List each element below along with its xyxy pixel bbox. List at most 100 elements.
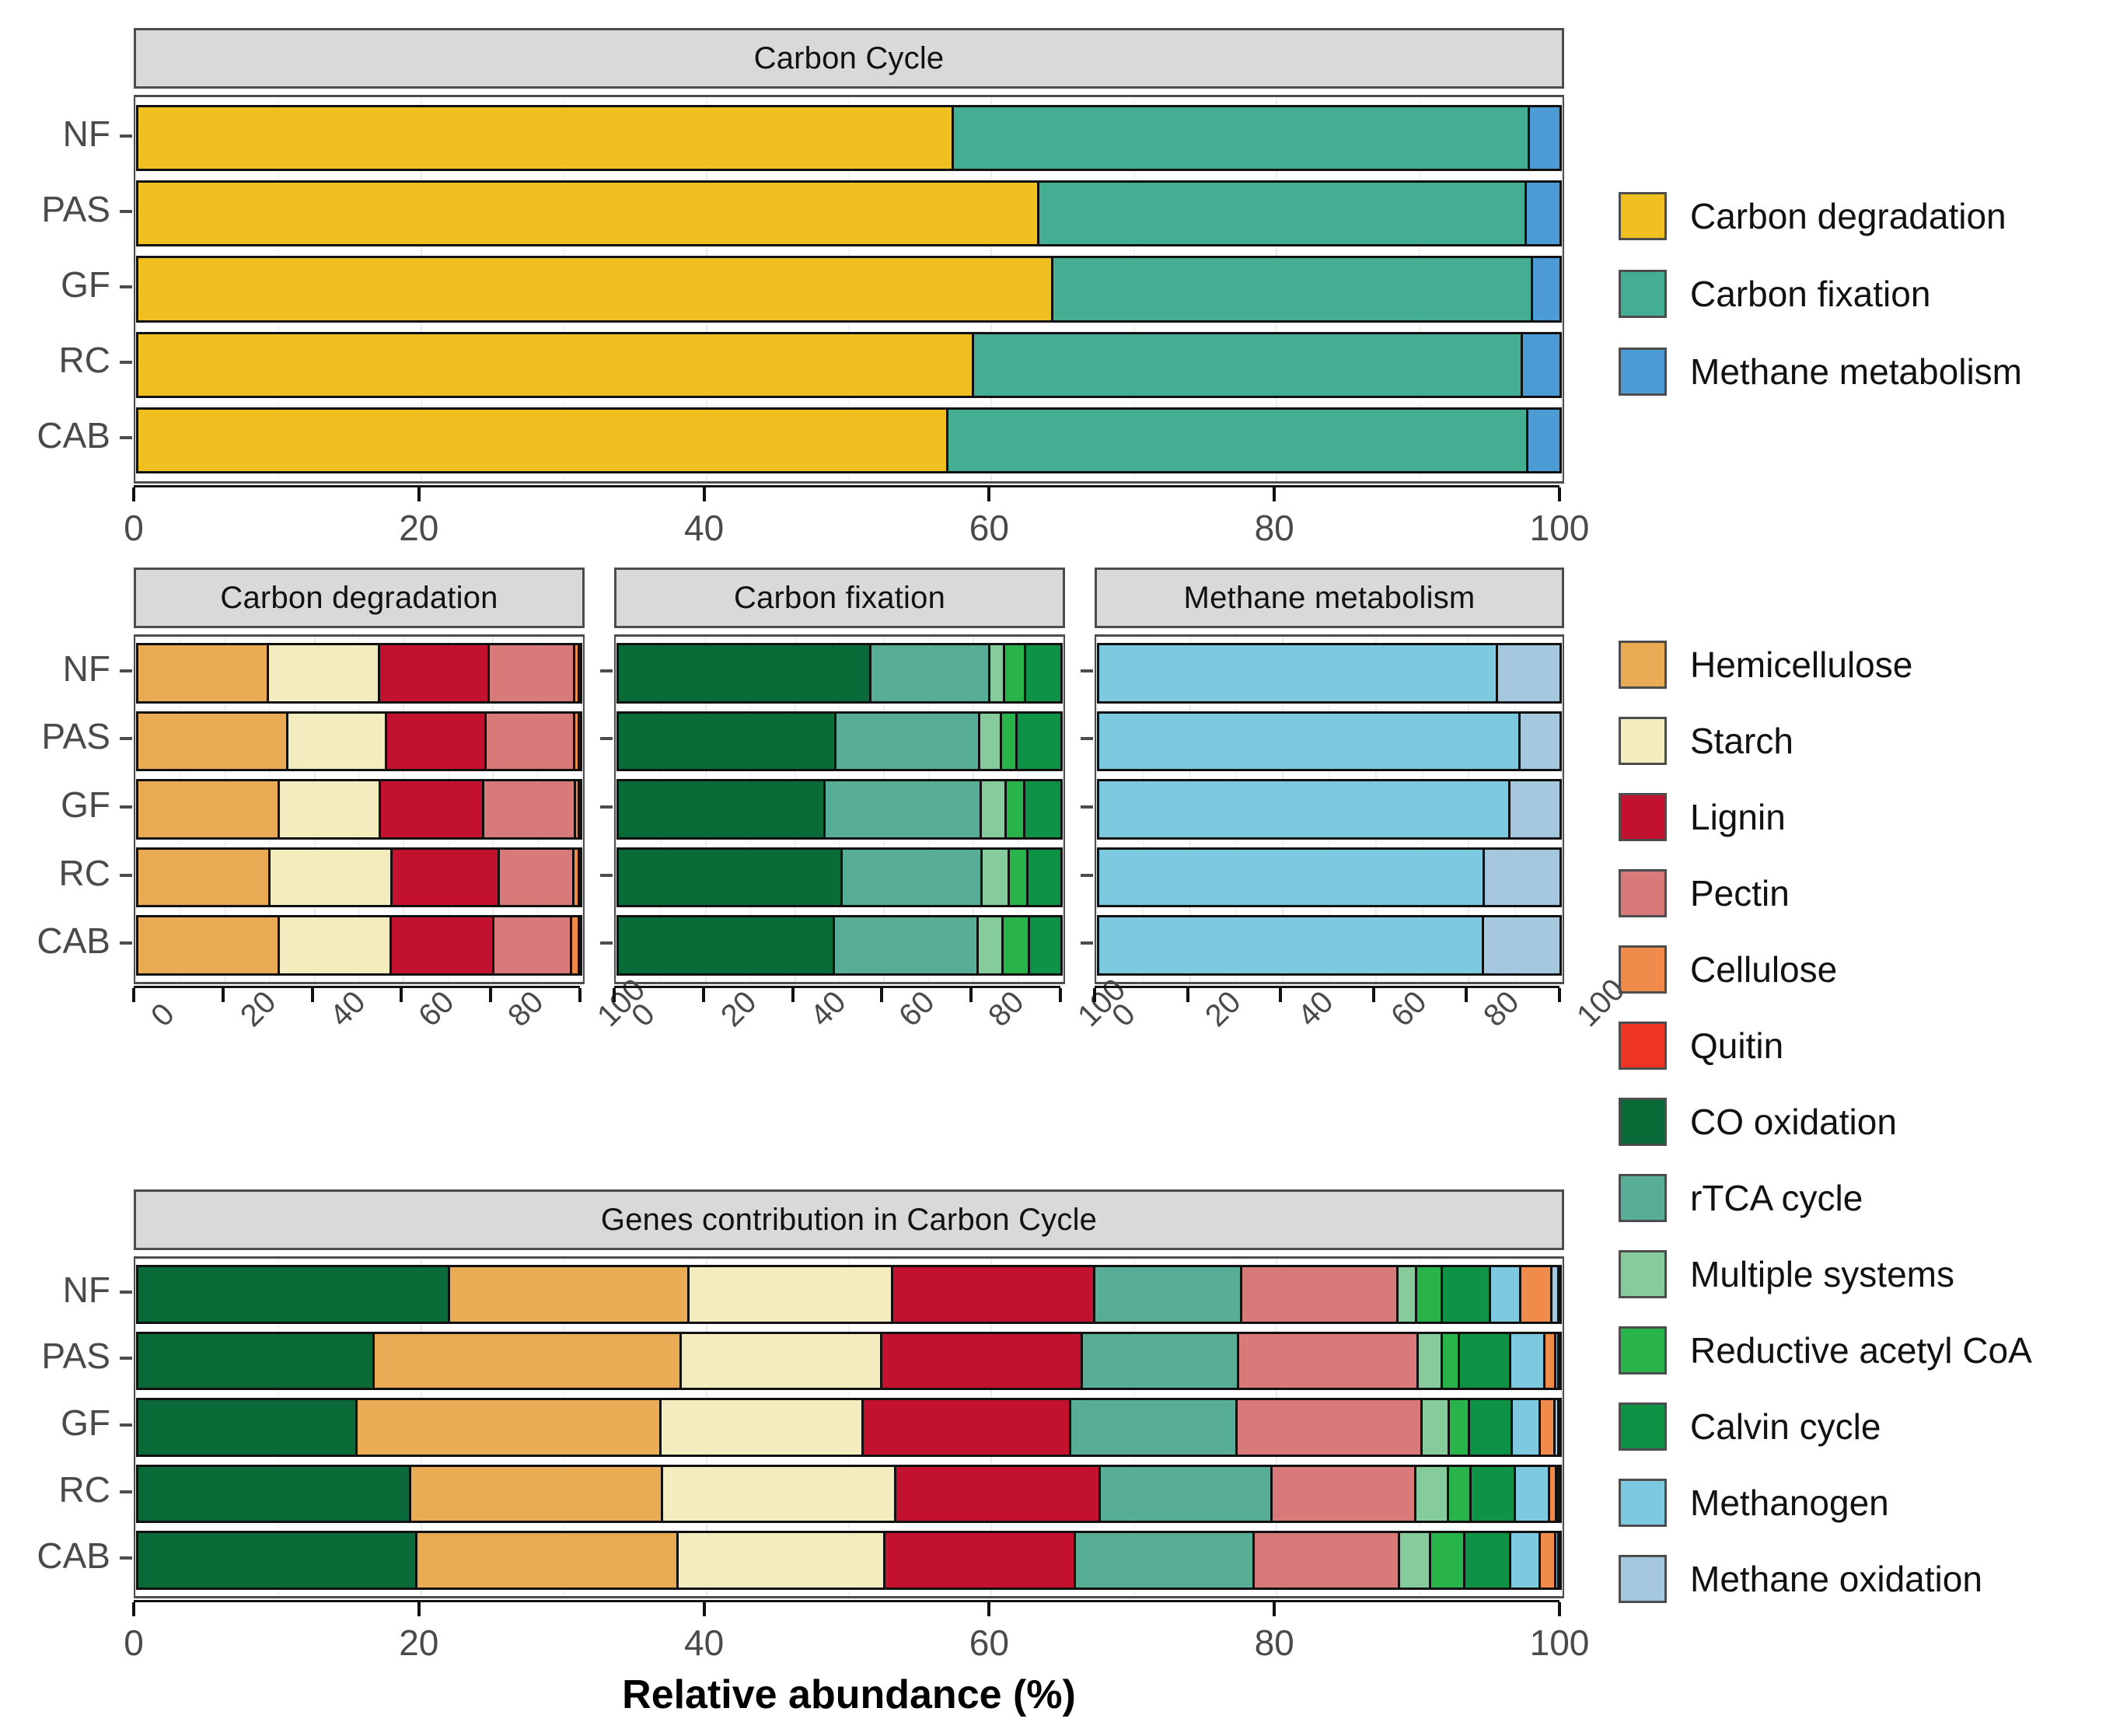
legend-item[interactable]: Pectin — [1619, 855, 2032, 931]
bar-segment[interactable] — [1270, 1464, 1414, 1524]
bar-segment[interactable] — [1508, 1331, 1543, 1391]
bar-segment[interactable] — [1549, 1265, 1557, 1324]
legend-item[interactable]: rTCA cycle — [1619, 1160, 2032, 1236]
bar-segment[interactable] — [572, 643, 578, 704]
bar-segment[interactable] — [266, 643, 378, 704]
bar-segment[interactable] — [1489, 1265, 1519, 1324]
bar-segment[interactable] — [1557, 1531, 1563, 1590]
bar-segment[interactable] — [869, 643, 989, 704]
bar-segment[interactable] — [1000, 711, 1016, 772]
bar-segment[interactable] — [484, 711, 573, 772]
bar-segment[interactable] — [1069, 1398, 1236, 1457]
bar-segment[interactable] — [578, 847, 582, 908]
bar-row[interactable] — [1097, 711, 1562, 772]
bar-segment[interactable] — [1051, 256, 1531, 323]
bar-segment[interactable] — [1469, 1464, 1514, 1524]
bar-segment[interactable] — [572, 711, 578, 772]
bar-segment[interactable] — [1542, 1331, 1555, 1391]
bar-segment[interactable] — [409, 1464, 661, 1524]
bar-segment[interactable] — [578, 711, 582, 772]
bar-segment[interactable] — [1022, 779, 1063, 840]
bar-segment[interactable] — [487, 643, 573, 704]
bar-row[interactable] — [1097, 915, 1562, 976]
bar-row[interactable] — [1097, 847, 1562, 908]
bar-segment[interactable] — [977, 711, 1001, 772]
bar-row[interactable] — [136, 847, 582, 908]
legend-item[interactable]: Multiple systems — [1619, 1236, 2032, 1312]
bar-row[interactable] — [136, 105, 1562, 172]
bar-segment[interactable] — [1097, 847, 1483, 908]
bar-row[interactable] — [136, 779, 582, 840]
bar-segment[interactable] — [861, 1398, 1070, 1457]
bar-row[interactable] — [616, 847, 1063, 908]
bar-segment[interactable] — [616, 847, 840, 908]
bar-segment[interactable] — [880, 1331, 1081, 1391]
bar-segment[interactable] — [1510, 1398, 1539, 1457]
bar-segment[interactable] — [616, 779, 824, 840]
bar-segment[interactable] — [1557, 1331, 1563, 1391]
bar-segment[interactable] — [1081, 1331, 1238, 1391]
bar-segment[interactable] — [1237, 1331, 1416, 1391]
legend-item[interactable]: Reductive acetyl CoA — [1619, 1312, 2032, 1388]
bar-segment[interactable] — [372, 1331, 679, 1391]
bar-row[interactable] — [136, 180, 1562, 247]
bar-segment[interactable] — [1440, 1265, 1490, 1324]
bar-row[interactable] — [616, 711, 1063, 772]
bar-segment[interactable] — [1098, 1464, 1271, 1524]
bar-row[interactable] — [136, 331, 1562, 398]
bar-segment[interactable] — [578, 915, 582, 976]
bar-segment[interactable] — [1556, 1265, 1562, 1324]
bar-segment[interactable] — [945, 407, 1527, 473]
bar-segment[interactable] — [952, 105, 1528, 172]
bar-segment[interactable] — [840, 847, 981, 908]
bar-segment[interactable] — [1527, 105, 1562, 172]
bar-segment[interactable] — [1557, 1464, 1562, 1524]
bar-segment[interactable] — [1557, 1398, 1563, 1457]
bar-segment[interactable] — [267, 847, 390, 908]
bar-segment[interactable] — [1396, 1265, 1415, 1324]
bar-segment[interactable] — [1483, 847, 1562, 908]
bar-segment[interactable] — [278, 779, 379, 840]
bar-segment[interactable] — [136, 105, 952, 172]
bar-segment[interactable] — [971, 331, 1521, 398]
bar-segment[interactable] — [136, 1331, 372, 1391]
bar-row[interactable] — [1097, 779, 1562, 840]
bar-row[interactable] — [136, 711, 582, 772]
bar-segment[interactable] — [980, 847, 1008, 908]
bar-row[interactable] — [136, 1265, 1562, 1324]
bar-segment[interactable] — [1525, 180, 1562, 247]
bar-segment[interactable] — [890, 1265, 1093, 1324]
bar-segment[interactable] — [136, 180, 1038, 247]
bar-segment[interactable] — [1440, 1331, 1458, 1391]
bar-segment[interactable] — [1429, 1531, 1464, 1590]
bar-segment[interactable] — [616, 915, 833, 976]
bar-segment[interactable] — [834, 711, 978, 772]
bar-segment[interactable] — [385, 711, 484, 772]
bar-segment[interactable] — [1414, 1265, 1441, 1324]
bar-segment[interactable] — [285, 711, 386, 772]
bar-segment[interactable] — [577, 779, 582, 840]
bar-segment[interactable] — [1097, 915, 1482, 976]
bar-segment[interactable] — [1513, 1464, 1548, 1524]
bar-segment[interactable] — [1448, 1398, 1468, 1457]
bar-row[interactable] — [136, 1464, 1562, 1524]
bar-segment[interactable] — [1097, 643, 1497, 704]
bar-row[interactable] — [1097, 643, 1562, 704]
bar-segment[interactable] — [1015, 711, 1063, 772]
legend-item[interactable]: Methane oxidation — [1619, 1541, 2032, 1617]
legend-item[interactable]: Calvin cycle — [1619, 1388, 2032, 1465]
bar-segment[interactable] — [1008, 847, 1027, 908]
bar-segment[interactable] — [1037, 180, 1525, 247]
legend-item[interactable]: Starch — [1619, 703, 2032, 779]
bar-segment[interactable] — [976, 915, 1001, 976]
bar-segment[interactable] — [278, 915, 389, 976]
bar-segment[interactable] — [1538, 1398, 1553, 1457]
bar-segment[interactable] — [569, 915, 578, 976]
bar-row[interactable] — [616, 915, 1063, 976]
bar-segment[interactable] — [136, 1398, 355, 1457]
bar-segment[interactable] — [136, 643, 267, 704]
bar-row[interactable] — [616, 643, 1063, 704]
bar-segment[interactable] — [136, 1265, 449, 1324]
bar-segment[interactable] — [136, 847, 268, 908]
bar-segment[interactable] — [1097, 711, 1519, 772]
